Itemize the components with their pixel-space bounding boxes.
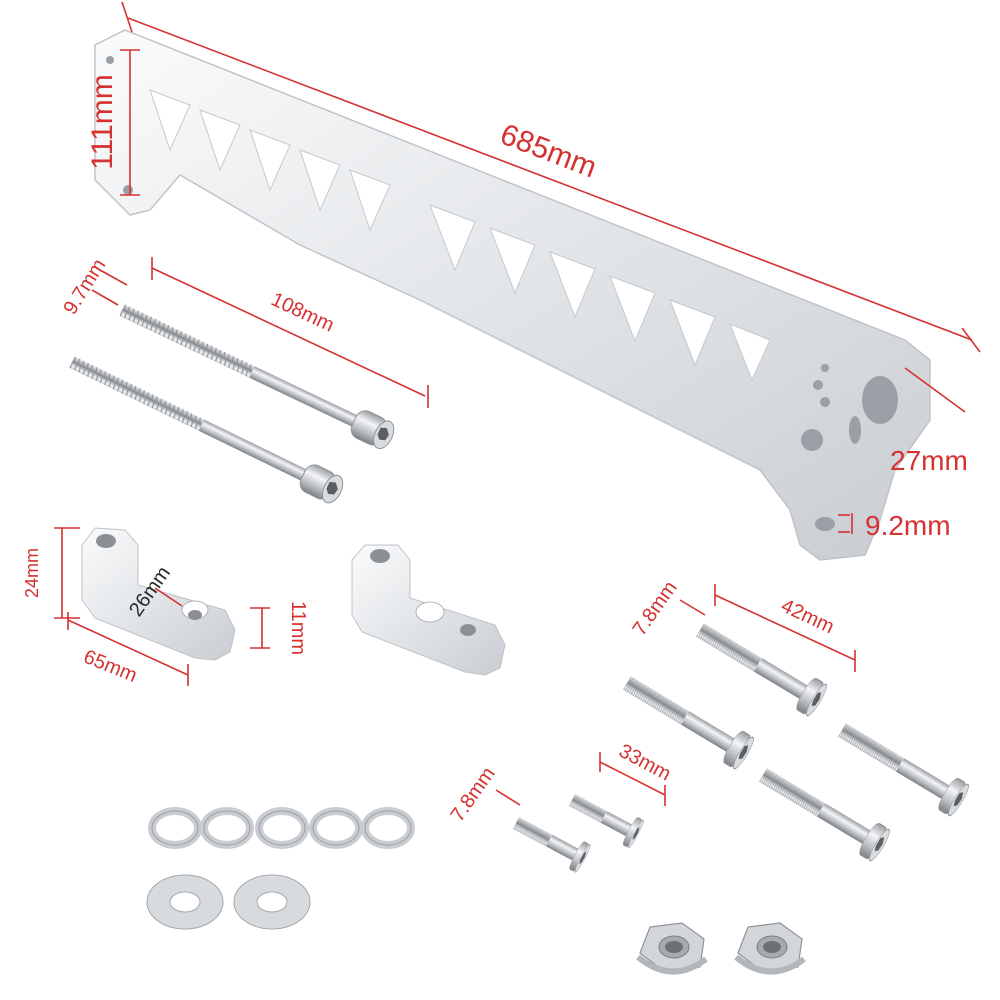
hex-socket-bolt-icon (753, 758, 893, 864)
washer-icon (233, 874, 311, 930)
flange-nuts (638, 923, 804, 973)
short-bolt-diameter-label: 7.8mm (447, 763, 500, 826)
dimension-lines (54, 1, 981, 806)
lateral-bracket (94, 29, 931, 561)
long-bolt-bottom (65, 348, 348, 507)
spacer-block-right (351, 544, 506, 676)
flange-nut-icon (736, 923, 804, 973)
medium-bolt-1 (690, 613, 830, 719)
washer-icon (259, 811, 305, 845)
long-bolt-length-label: 108mm (268, 288, 338, 336)
hex-socket-bolt-icon (690, 613, 830, 719)
spacer-block-left (81, 527, 236, 661)
long-bolt-diameter-label: 9.7mm (59, 255, 110, 318)
bracket-hole-label: 9.2mm (865, 510, 951, 541)
short-bolt-length-label: 33mm (615, 740, 674, 786)
medium-bolt-4 (753, 758, 893, 864)
flange-nut-icon (638, 923, 706, 973)
hex-socket-bolt-icon (115, 296, 399, 453)
lateral-bracket-icon (94, 29, 931, 561)
spacer-block-icon (81, 527, 236, 661)
washer-icon (365, 811, 411, 845)
bracket-height-label: 111mm (86, 74, 119, 170)
washer-icon (152, 811, 198, 845)
split-washers (152, 811, 411, 845)
bracket-length-label: 685mm (496, 118, 601, 185)
washer-icon (204, 811, 250, 845)
hex-socket-bolt-icon (832, 713, 972, 819)
short-bolt-1 (508, 808, 593, 874)
spacer-height-label: 24mm (22, 548, 42, 598)
spacer-thickness-label: 11mm (287, 601, 309, 655)
short-bolt-2 (564, 785, 646, 850)
medium-bolt-3 (832, 713, 972, 819)
hex-socket-bolt-icon (65, 348, 348, 507)
medium-bolt-length-label: 42mm (778, 595, 838, 638)
hex-socket-bolt-icon (564, 785, 646, 850)
bracket-end-width-label: 27mm (890, 445, 968, 476)
washer-icon (313, 811, 359, 845)
flat-washers (146, 874, 311, 930)
medium-bolt-diameter-label: 7.8mm (629, 577, 682, 640)
washer-icon (146, 874, 224, 930)
long-bolt-top (115, 296, 399, 453)
spacer-length-label: 65mm (80, 646, 140, 687)
hex-socket-bolt-icon (508, 808, 593, 874)
